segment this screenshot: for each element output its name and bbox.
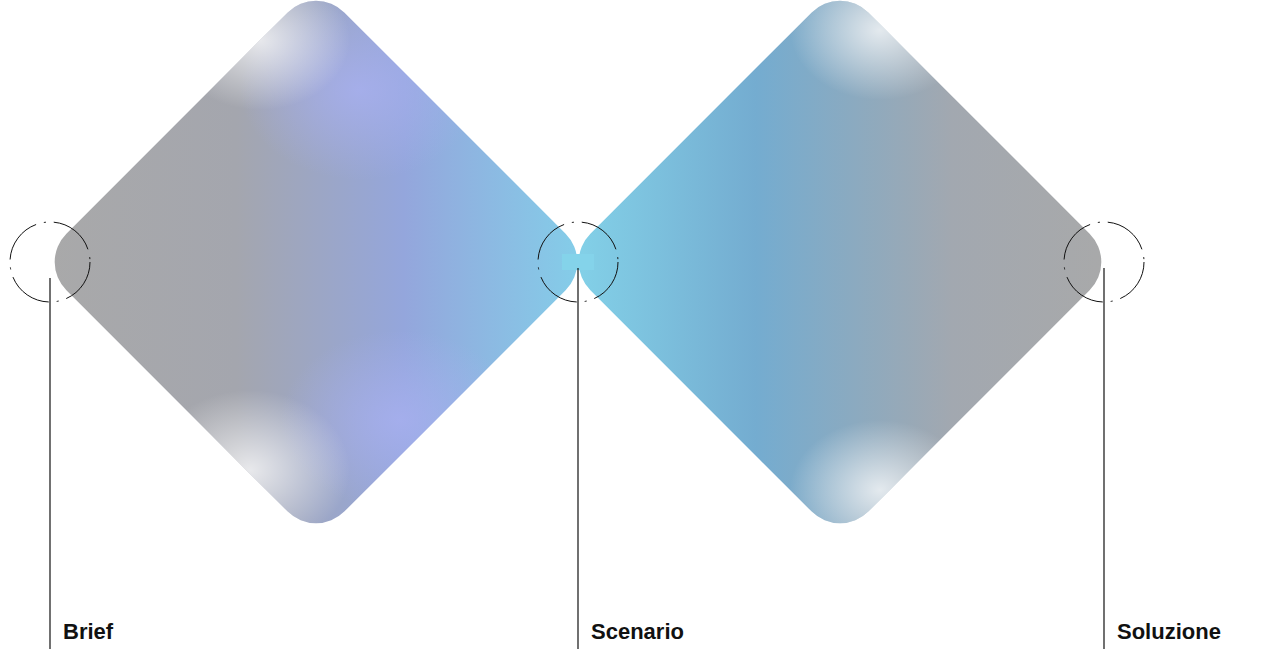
stage-label: Soluzione <box>1117 619 1221 645</box>
stage-label: Scenario <box>591 619 684 645</box>
stage-label: Brief <box>63 619 113 645</box>
